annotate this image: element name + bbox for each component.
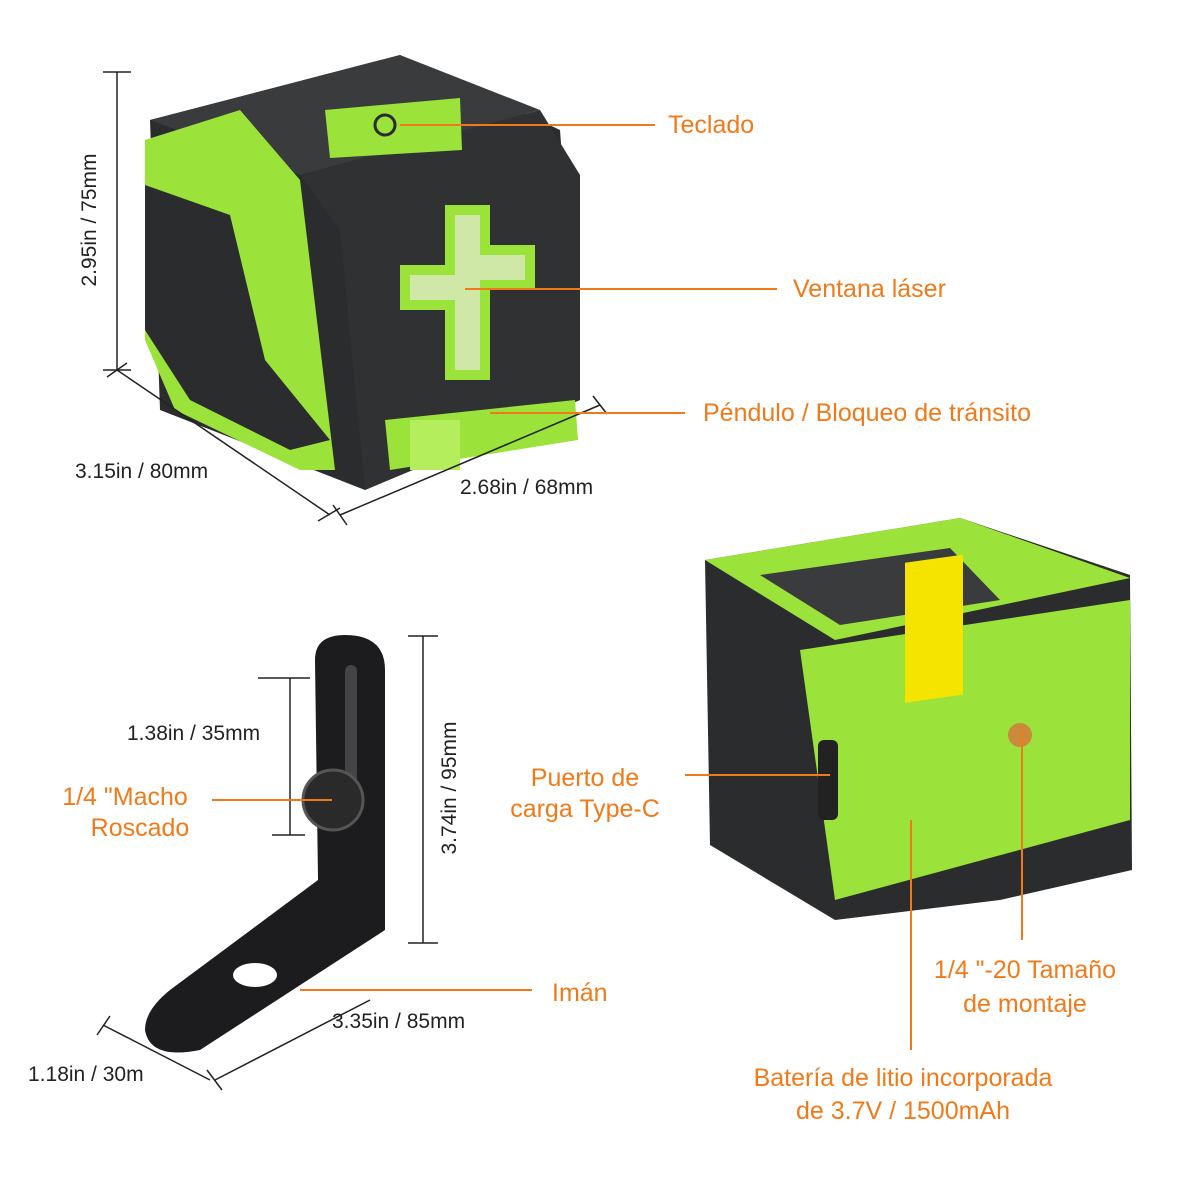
laser-level-rear-view <box>705 518 1132 920</box>
callout-mount-size: 1/4 "-20 Tamaño de montaje <box>915 955 1135 1020</box>
callout-battery: Batería de litio incorporada de 3.7V / 1… <box>728 1063 1078 1127</box>
dimension-lines <box>96 71 608 1091</box>
callout-mount-size-line1: 1/4 "-20 Tamaño <box>933 956 1117 984</box>
callout-mount-size-line2: de montaje <box>963 990 1087 1018</box>
callout-pendulum-lock: Péndulo / Bloqueo de tránsito <box>703 399 1032 427</box>
dim-cube-width: 2.68in / 68mm <box>460 476 594 499</box>
callout-leaders <box>212 124 1023 1050</box>
dim-bracket-length: 3.35in / 85mm <box>332 1010 466 1033</box>
dim-bracket-slot: 1.38in / 35mm <box>127 722 261 745</box>
dim-cube-height: 2.95in / 75mm <box>78 153 101 287</box>
callout-laser-window: Ventana láser <box>793 275 946 303</box>
callout-magnet: Imán <box>552 979 608 1007</box>
callout-charging-port-line1: Puerto de <box>530 764 640 792</box>
callout-male-thread: 1/4 "Macho Roscado <box>40 782 210 844</box>
callout-keypad: Teclado <box>668 111 755 139</box>
callout-battery-line2: de 3.7V / 1500mAh <box>795 1097 1011 1125</box>
callout-male-thread-line1: 1/4 "Macho <box>62 783 188 811</box>
callout-battery-line1: Batería de litio incorporada <box>753 1064 1053 1092</box>
dim-bracket-height: 3.74in / 95mm <box>438 721 461 855</box>
callout-charging-port: Puerto de carga Type-C <box>495 763 675 825</box>
callout-male-thread-line2: Roscado <box>90 814 190 842</box>
dim-cube-length: 3.15in / 80mm <box>75 460 209 483</box>
callout-charging-port-line2: carga Type-C <box>510 795 660 823</box>
dim-bracket-width: 1.18in / 30m <box>28 1063 144 1086</box>
laser-level-front-view <box>145 55 580 490</box>
